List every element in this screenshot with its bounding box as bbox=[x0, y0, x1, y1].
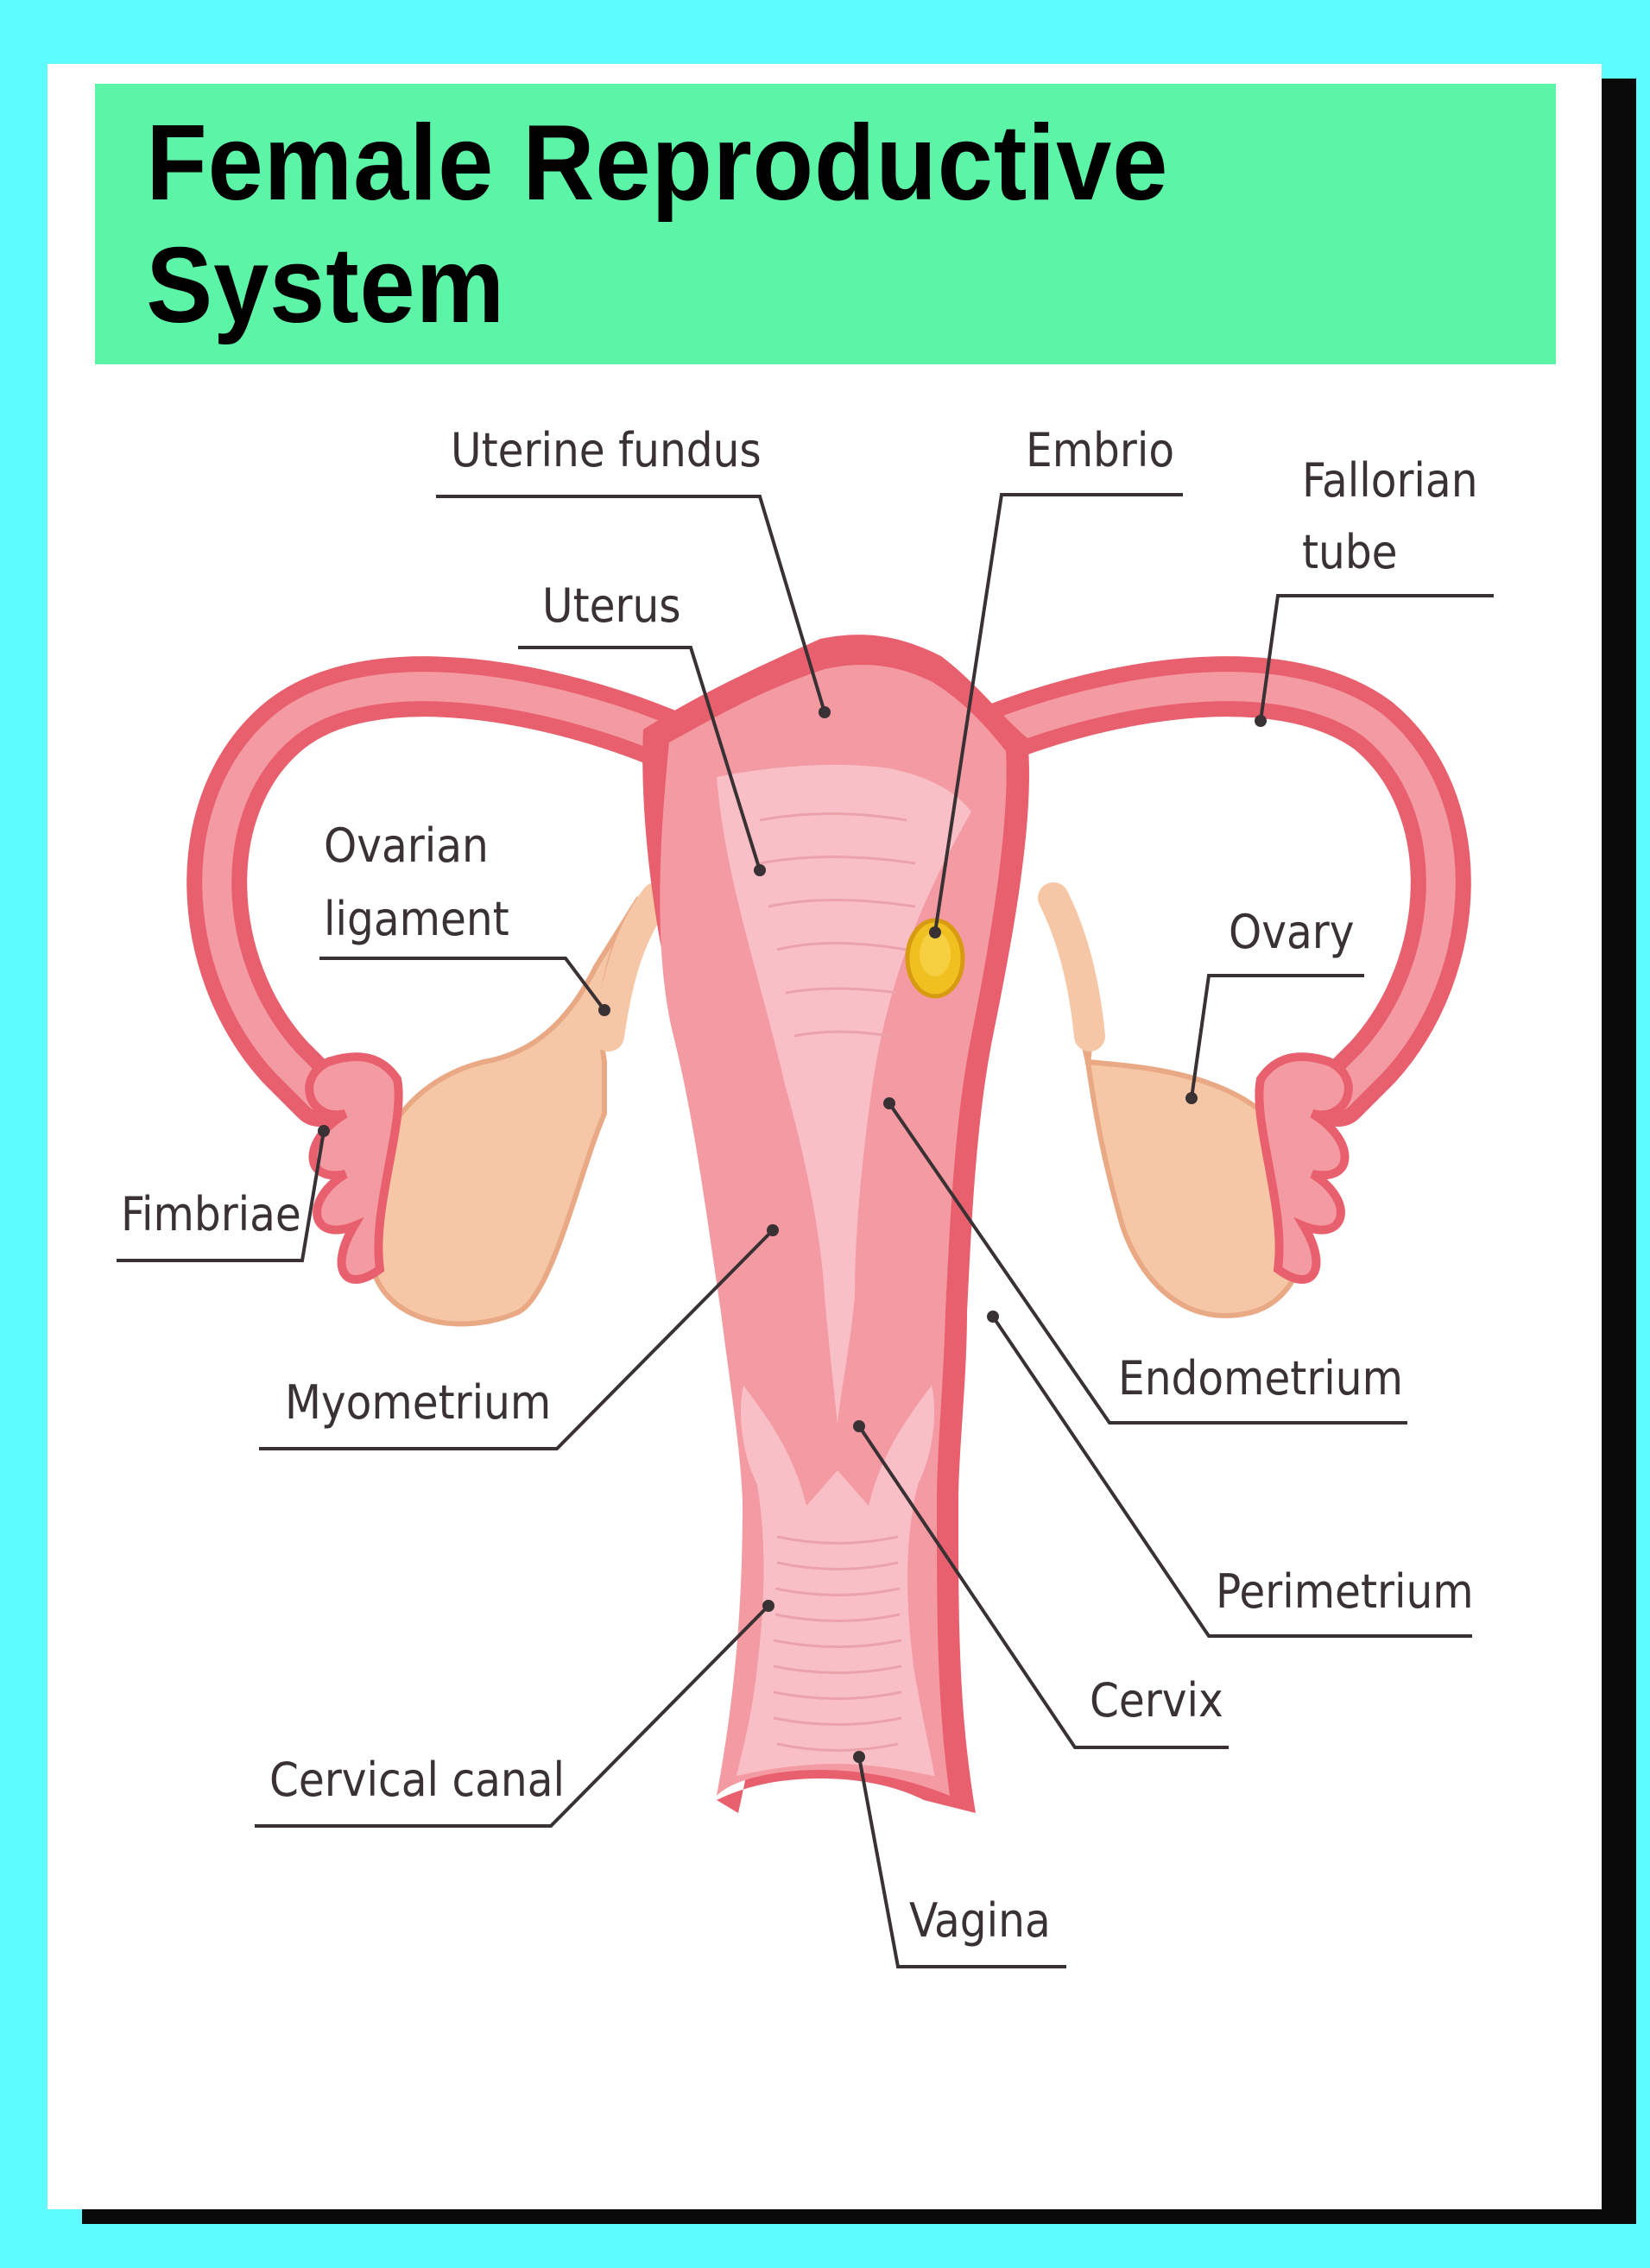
leader-lines bbox=[117, 493, 1494, 1968]
embryo bbox=[905, 918, 965, 999]
right-fallopian-tube bbox=[945, 656, 1471, 1284]
leader-embrio bbox=[933, 493, 1183, 933]
label-cervix: Cervix bbox=[1090, 1673, 1223, 1728]
label-ovarian-ligament-line2: ligament bbox=[324, 892, 509, 946]
leader-ovarian-ligament bbox=[319, 957, 606, 1012]
label-vagina: Vagina bbox=[909, 1893, 1051, 1948]
leader-uterine-fundus bbox=[436, 495, 826, 713]
label-fimbriae: Fimbriae bbox=[121, 1187, 301, 1241]
label-uterine-fundus: Uterine fundus bbox=[451, 423, 762, 477]
title-banner: Female Reproductive System bbox=[95, 84, 1556, 364]
label-fallorian-tube-line2: tube bbox=[1302, 525, 1398, 579]
leader-myometrium bbox=[259, 1229, 774, 1450]
label-uterus: Uterus bbox=[542, 578, 681, 633]
left-fallopian-tube bbox=[186, 656, 704, 1284]
label-ovary: Ovary bbox=[1229, 905, 1354, 959]
leader-vagina bbox=[857, 1756, 1066, 1968]
label-fallorian-tube-line1: Fallorian bbox=[1302, 453, 1478, 508]
label-embrio: Embrio bbox=[1026, 423, 1174, 477]
leader-uterus bbox=[518, 646, 762, 871]
leader-ovary bbox=[1190, 974, 1364, 1099]
leader-fimbriae bbox=[117, 1130, 326, 1262]
leader-fallorian-tube bbox=[1259, 594, 1494, 722]
leader-perimetrium bbox=[991, 1315, 1472, 1638]
leader-cervical-canal bbox=[255, 1604, 770, 1828]
leader-cervix bbox=[857, 1425, 1229, 1749]
label-cervical-canal: Cervical canal bbox=[269, 1753, 565, 1807]
left-ovary bbox=[364, 882, 672, 1327]
label-endometrium: Endometrium bbox=[1118, 1351, 1403, 1406]
leader-endometrium bbox=[888, 1102, 1407, 1425]
label-myometrium: Myometrium bbox=[285, 1375, 551, 1430]
label-ovarian-ligament-line1: Ovarian bbox=[324, 818, 489, 873]
label-perimetrium: Perimetrium bbox=[1216, 1564, 1474, 1619]
leader-dots bbox=[318, 706, 1267, 1763]
page-title: Female Reproductive System bbox=[146, 103, 1169, 345]
